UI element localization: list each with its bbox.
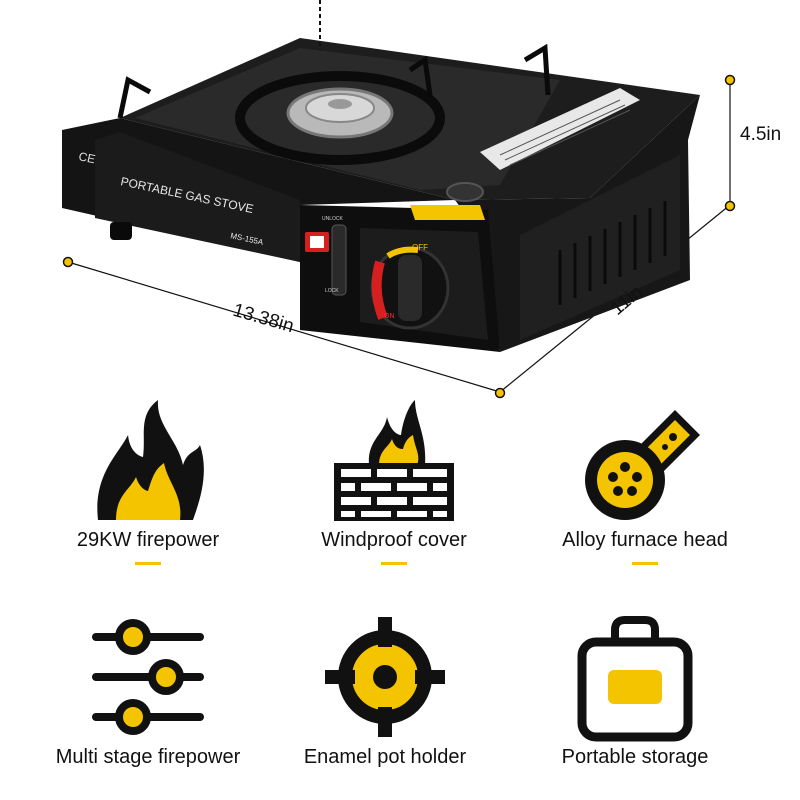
sliders-icon [92,619,204,735]
product-illustration: CE PORTABLE GAS STOVE MS-155A UNLOCK LOC… [62,0,782,399]
feature-label: Portable storage [561,746,709,768]
burner-ring [235,71,445,165]
warning-label [480,88,640,170]
stove-drawing: CE PORTABLE GAS STOVE MS-155A UNLOCK LOC… [62,0,736,399]
on-text: ON [384,313,395,320]
feature-label: 29KW firepower [76,529,220,551]
dimension-markers [62,74,736,399]
ce-mark: CE [77,149,96,166]
feature-portable: Portable storage [505,612,765,769]
feature-multi-stage: Multi stage firepower [18,612,278,769]
burner-head-icon [585,410,700,520]
feature-label: Windproof cover [321,529,467,551]
feature-label: Alloy furnace head [562,529,728,551]
feature-underline [381,562,407,565]
yellow-sticker [410,205,485,220]
flame-icon [97,400,204,520]
feature-label: Multi stage firepower [55,746,241,768]
crosshair-icon [325,617,445,737]
height-dimension: 4.5in [740,124,782,145]
feature-furnace-head: Alloy furnace head [515,395,775,565]
feature-label: Enamel pot holder [303,746,467,768]
off-text: OFF [412,243,428,252]
unlock-text: UNLOCK [322,216,344,222]
brick-wall-flame-icon [334,400,454,521]
feature-pot-holder: Enamel pot holder [255,612,515,769]
feature-underline [632,562,658,565]
lock-text: LOCK [325,288,339,294]
carry-case-icon [577,616,693,742]
feature-underline [135,562,161,565]
feature-firepower: 29KW firepower [18,395,278,565]
feature-grid: 29KW firepower Windproof cover [0,390,800,800]
feature-windproof: Windproof cover [264,395,524,565]
gas-inlet [446,182,484,202]
